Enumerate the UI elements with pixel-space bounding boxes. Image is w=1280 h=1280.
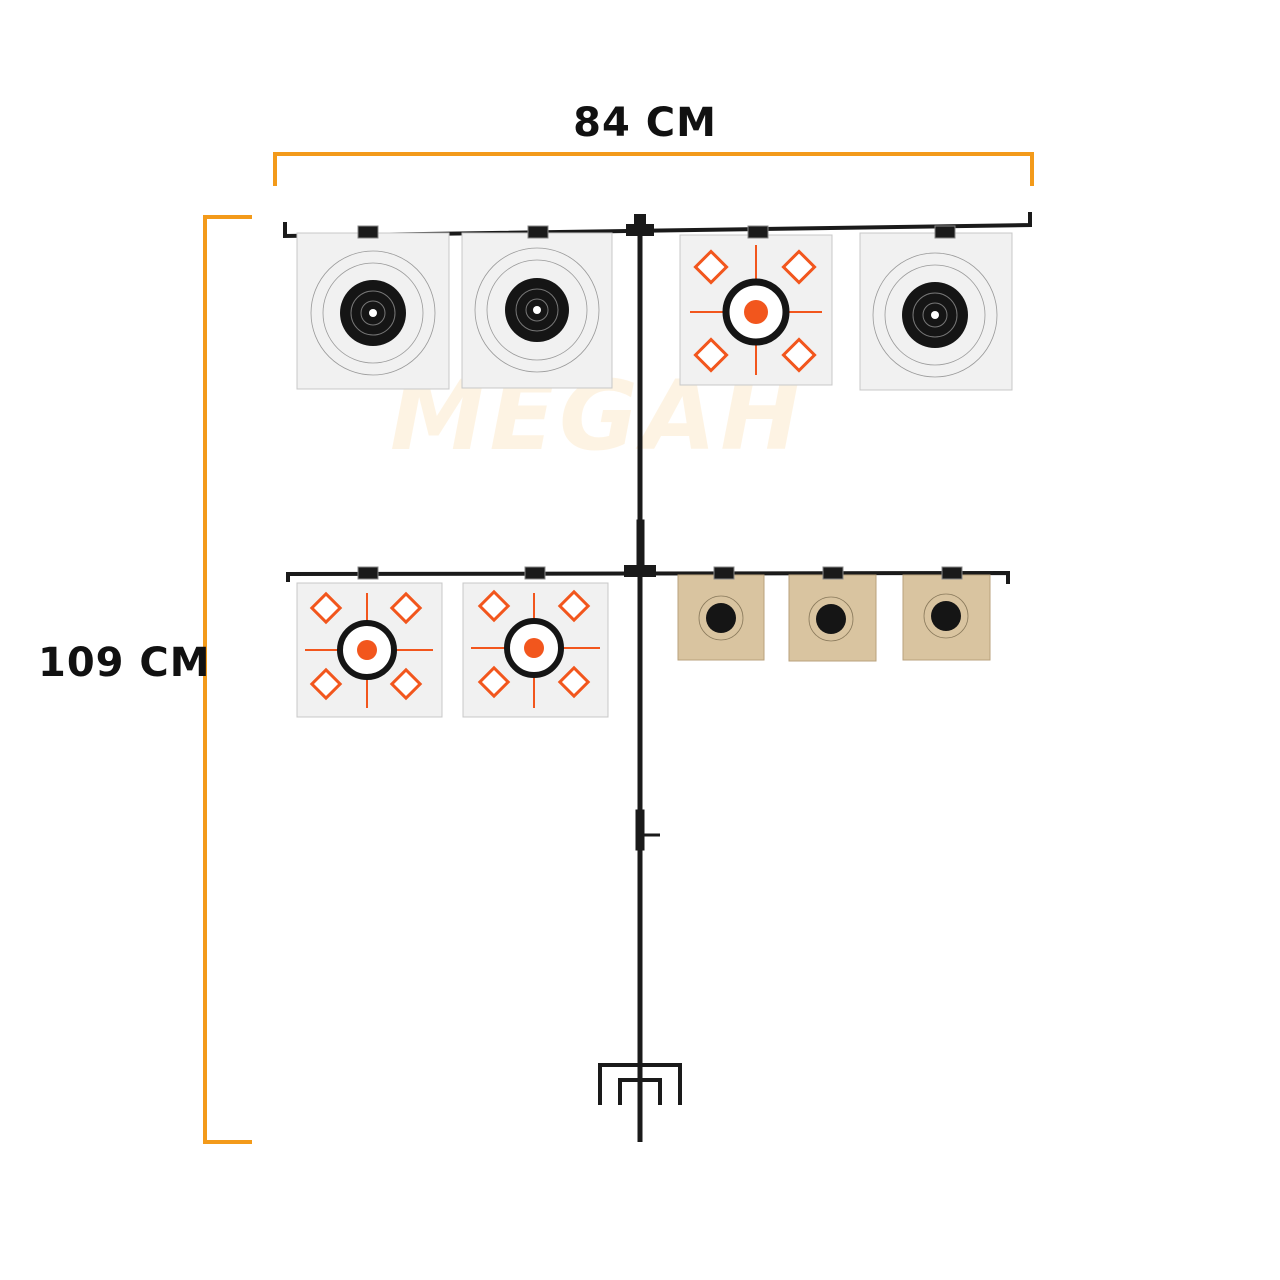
target-small-kraft-1 <box>677 574 765 661</box>
target-diamond-cross-3 <box>462 582 609 718</box>
target-bullseye-2 <box>461 232 613 389</box>
target-small-kraft-2 <box>788 574 877 662</box>
target-small-kraft-3 <box>902 574 991 661</box>
target-bullseye-3 <box>859 232 1013 391</box>
ground-spike-base <box>598 1063 682 1142</box>
bottom-clips <box>357 566 963 580</box>
height-dimension-bracket <box>203 215 252 1144</box>
bottom-rail <box>286 565 1010 584</box>
top-rail <box>283 212 1032 239</box>
central-pole <box>635 222 660 1142</box>
target-bullseye-1 <box>296 232 450 390</box>
target-diamond-cross-2 <box>296 582 443 718</box>
height-dimension-label: 109 CM <box>38 640 211 686</box>
target-diamond-cross-1 <box>679 234 833 386</box>
width-dimension-label: 84 CM <box>573 100 717 146</box>
width-dimension-bracket <box>273 152 1034 186</box>
top-clips <box>357 225 956 239</box>
